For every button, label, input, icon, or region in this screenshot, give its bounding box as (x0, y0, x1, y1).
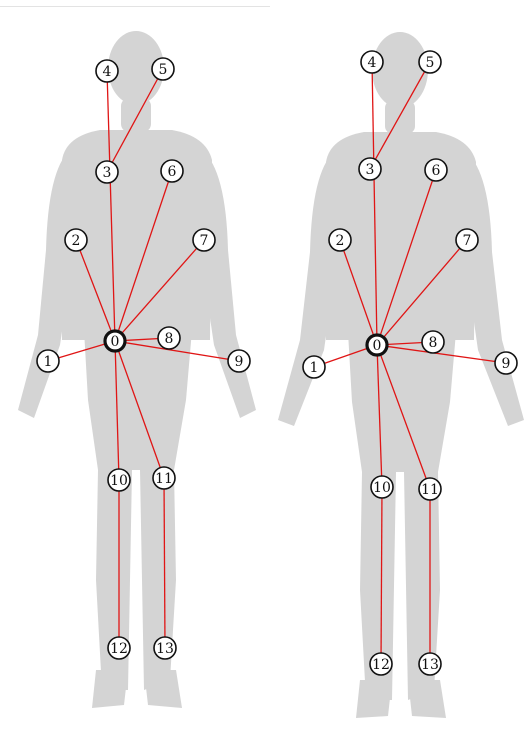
joint-label: 2 (72, 233, 81, 249)
joint-label: 8 (165, 331, 174, 347)
joint-left-9: 9 (228, 350, 250, 372)
joint-label: 3 (103, 165, 112, 181)
joint-right-10: 10 (371, 476, 393, 498)
joint-right-0: 0 (367, 335, 387, 355)
joint-label: 11 (421, 482, 439, 498)
joint-label: 3 (366, 162, 375, 178)
joint-label: 11 (155, 471, 173, 487)
joint-label: 12 (372, 657, 390, 673)
joint-label: 9 (235, 354, 244, 370)
joint-right-2: 2 (329, 229, 351, 251)
joint-left-12: 12 (108, 637, 130, 659)
joint-right-5: 5 (419, 51, 441, 73)
joint-left-6: 6 (161, 160, 183, 182)
joint-right-6: 6 (425, 159, 447, 181)
joint-right-3: 3 (359, 158, 381, 180)
joint-label: 6 (432, 163, 441, 179)
joint-left-10: 10 (108, 469, 130, 491)
joint-left-13: 13 (154, 637, 176, 659)
joint-label: 8 (429, 335, 438, 351)
joint-left-0: 0 (105, 331, 125, 351)
joint-label: 5 (159, 62, 168, 78)
joint-label: 5 (426, 55, 435, 71)
joint-label: 13 (421, 657, 439, 673)
joint-left-7: 7 (193, 229, 215, 251)
joint-left-8: 8 (158, 327, 180, 349)
joint-label: 13 (156, 641, 174, 657)
joint-label: 4 (368, 55, 377, 71)
joint-right-13: 13 (419, 653, 441, 675)
joint-left-5: 5 (152, 58, 174, 80)
joint-label: 1 (310, 360, 319, 376)
joint-label: 10 (110, 473, 128, 489)
joint-left-2: 2 (65, 229, 87, 251)
joint-left-3: 3 (96, 161, 118, 183)
joint-right-1: 1 (303, 356, 325, 378)
joint-label: 2 (336, 233, 345, 249)
joint-left-11: 11 (153, 467, 175, 489)
joint-right-8: 8 (422, 331, 444, 353)
joint-right-4: 4 (361, 51, 383, 73)
joint-label: 4 (103, 64, 112, 80)
joint-label: 6 (168, 164, 177, 180)
joint-label: 10 (373, 480, 391, 496)
top-divider (0, 6, 270, 7)
joint-label: 7 (200, 233, 209, 249)
joint-left-1: 1 (37, 350, 59, 372)
joint-label: 12 (110, 641, 128, 657)
joint-label: 0 (111, 334, 120, 350)
joint-label: 1 (44, 354, 53, 370)
joint-label: 7 (463, 233, 472, 249)
joint-label: 9 (502, 356, 511, 372)
joint-right-12: 12 (370, 653, 392, 675)
joint-right-11: 11 (419, 478, 441, 500)
joint-left-4: 4 (96, 60, 118, 82)
joint-right-9: 9 (495, 352, 517, 374)
joint-right-7: 7 (456, 229, 478, 251)
joint-label: 0 (373, 338, 382, 354)
